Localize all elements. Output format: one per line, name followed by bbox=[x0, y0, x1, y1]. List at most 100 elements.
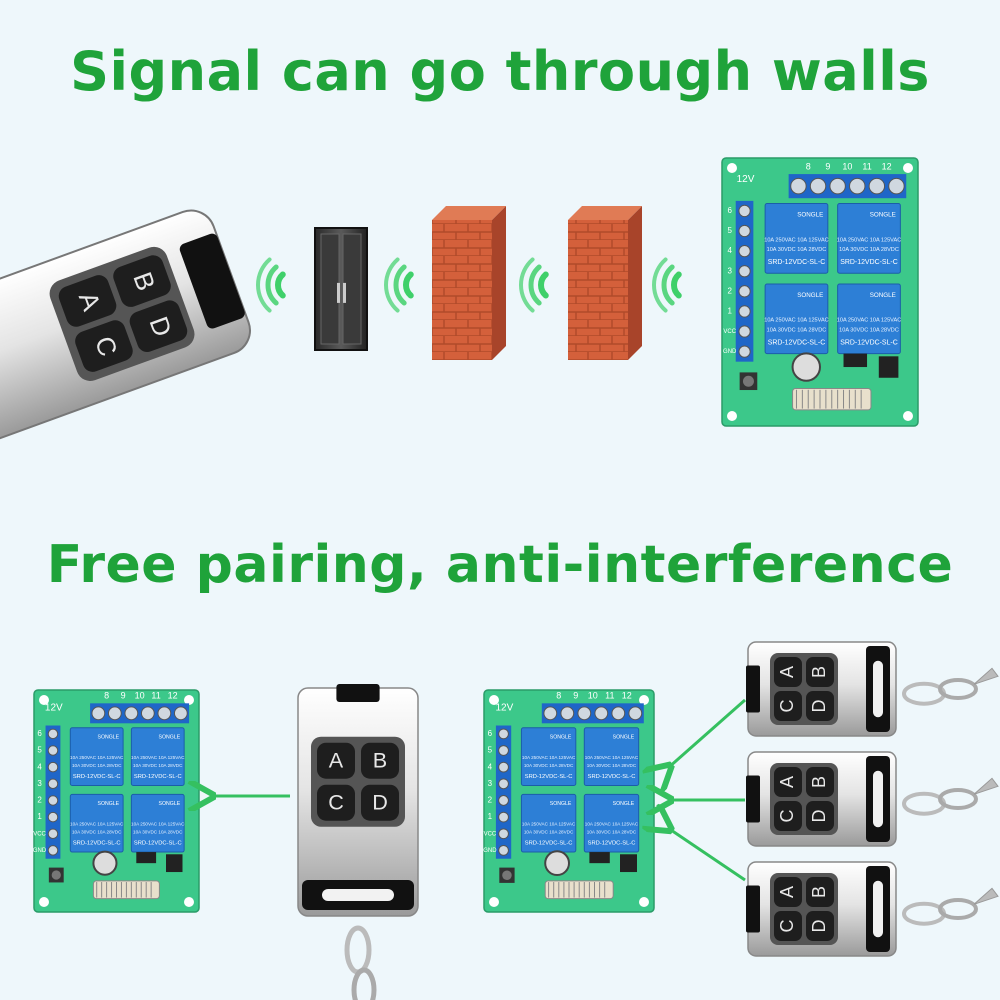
capacitor bbox=[791, 352, 822, 382]
relay-spec: 10A 30VDC 10A 28VDC bbox=[839, 247, 899, 253]
terminal-label: 5 bbox=[727, 226, 732, 235]
remote-button-c bbox=[774, 691, 802, 721]
relay-spec: 10A 250VAC 10A 125VAC bbox=[131, 822, 185, 827]
relay-brand: SONGLE bbox=[550, 801, 572, 807]
signal-wave-icon bbox=[384, 257, 414, 313]
relay-brand: SONGLE bbox=[613, 801, 635, 807]
relay-brand: SONGLE bbox=[550, 734, 572, 740]
relay-brand: SONGLE bbox=[159, 734, 181, 740]
terminal-label: 9 bbox=[121, 691, 126, 701]
remote-button-b bbox=[806, 767, 834, 797]
relay-spec: 10A 250VAC 10A 125VAC bbox=[70, 755, 124, 760]
terminal-label: 10 bbox=[135, 691, 145, 701]
remote-button-a bbox=[774, 767, 802, 797]
terminal-label: 4 bbox=[37, 762, 42, 771]
remote-button-label: D bbox=[372, 789, 388, 814]
relay-spec: 10A 30VDC 10A 28VDC bbox=[767, 247, 827, 253]
relay-brand: SONGLE bbox=[613, 734, 635, 740]
relay-model: SRD-12VDC-SL-C bbox=[840, 339, 898, 346]
relay-model: SRD-12VDC-SL-C bbox=[768, 339, 826, 346]
relay-model: SRD-12VDC-SL-C bbox=[134, 840, 182, 846]
terminal-label: 6 bbox=[37, 729, 42, 738]
relay-model: SRD-12VDC-SL-C bbox=[73, 774, 121, 780]
terminal-label: 10 bbox=[842, 161, 852, 171]
chip bbox=[166, 854, 183, 873]
arrow-icon bbox=[668, 698, 746, 768]
remote-button-label: B bbox=[373, 747, 387, 772]
terminal-label: 9 bbox=[825, 161, 830, 171]
keychain-ring-icon bbox=[902, 887, 999, 926]
power-label: GND bbox=[33, 848, 47, 854]
relay-spec: 10A 30VDC 10A 28VDC bbox=[767, 327, 827, 333]
remote-button-c bbox=[774, 911, 802, 941]
remote-button-label: A bbox=[777, 886, 797, 898]
capacitor bbox=[544, 850, 570, 877]
voltage-label: 12V bbox=[496, 702, 514, 713]
relay-model: SRD-12VDC-SL-C bbox=[525, 840, 573, 846]
remote-button-d bbox=[806, 691, 834, 721]
relay-brand: SONGLE bbox=[98, 734, 120, 740]
relay-spec: 10A 30VDC 10A 28VDC bbox=[133, 763, 183, 768]
keychain-ring-icon bbox=[344, 925, 377, 1000]
relay-spec: 10A 30VDC 10A 28VDC bbox=[72, 830, 122, 835]
remote-button-d bbox=[361, 784, 399, 821]
remote-button-a bbox=[58, 275, 117, 327]
power-label: GND bbox=[723, 349, 737, 355]
relay-spec: 10A 30VDC 10A 28VDC bbox=[524, 763, 574, 768]
relay-model: SRD-12VDC-SL-C bbox=[840, 259, 898, 266]
relay-spec: 10A 30VDC 10A 28VDC bbox=[72, 763, 122, 768]
relay-brand: SONGLE bbox=[159, 801, 181, 807]
headline-free-pairing: Free pairing, anti-interference bbox=[46, 535, 954, 595]
terminal-label: 4 bbox=[727, 246, 732, 255]
terminal-label: 4 bbox=[488, 762, 493, 771]
relay-spec: 10A 250VAC 10A 125VAC bbox=[70, 822, 124, 827]
keychain-ring-icon bbox=[902, 777, 999, 816]
relay-brand: SONGLE bbox=[870, 292, 896, 299]
remote-button-c bbox=[774, 801, 802, 831]
remote-button-d bbox=[806, 911, 834, 941]
relay-brand: SONGLE bbox=[98, 801, 120, 807]
relay-spec: 10A 250VAC 10A 125VAC bbox=[585, 755, 639, 760]
terminal-label: 1 bbox=[488, 812, 493, 821]
relay-spec: 10A 30VDC 10A 28VDC bbox=[587, 830, 637, 835]
remote-button-label: B bbox=[809, 666, 829, 678]
terminal-label: 2 bbox=[727, 286, 732, 295]
terminal-label: 9 bbox=[573, 691, 578, 701]
terminal-label: 12 bbox=[168, 691, 178, 701]
relay-brand: SONGLE bbox=[797, 211, 823, 218]
remote-button-d bbox=[806, 801, 834, 831]
signal-wave-icon bbox=[652, 257, 682, 313]
terminal-label: 6 bbox=[488, 729, 493, 738]
relay: SONGLE 10A 250VAC 10A 125VAC 10A 30VDC 10A… bbox=[69, 727, 124, 786]
remote-button-c bbox=[75, 320, 133, 372]
brick-wall-icon bbox=[568, 206, 642, 360]
relay-spec: 10A 250VAC 10A 125VAC bbox=[764, 318, 828, 324]
terminal-label: 11 bbox=[862, 161, 871, 171]
terminal-label: 11 bbox=[605, 691, 614, 701]
terminal-label: 8 bbox=[806, 161, 811, 171]
terminal-label: 5 bbox=[37, 746, 42, 755]
chip bbox=[620, 854, 637, 873]
terminal-label: 11 bbox=[151, 691, 160, 701]
remote-button-label: A bbox=[777, 666, 797, 678]
terminal-label: 12 bbox=[622, 691, 632, 701]
terminal-label: 3 bbox=[488, 779, 493, 788]
headline-signal-through-walls: Signal can go through walls bbox=[70, 40, 930, 103]
remote-button-b bbox=[806, 657, 834, 687]
power-label: VCC bbox=[33, 831, 46, 837]
